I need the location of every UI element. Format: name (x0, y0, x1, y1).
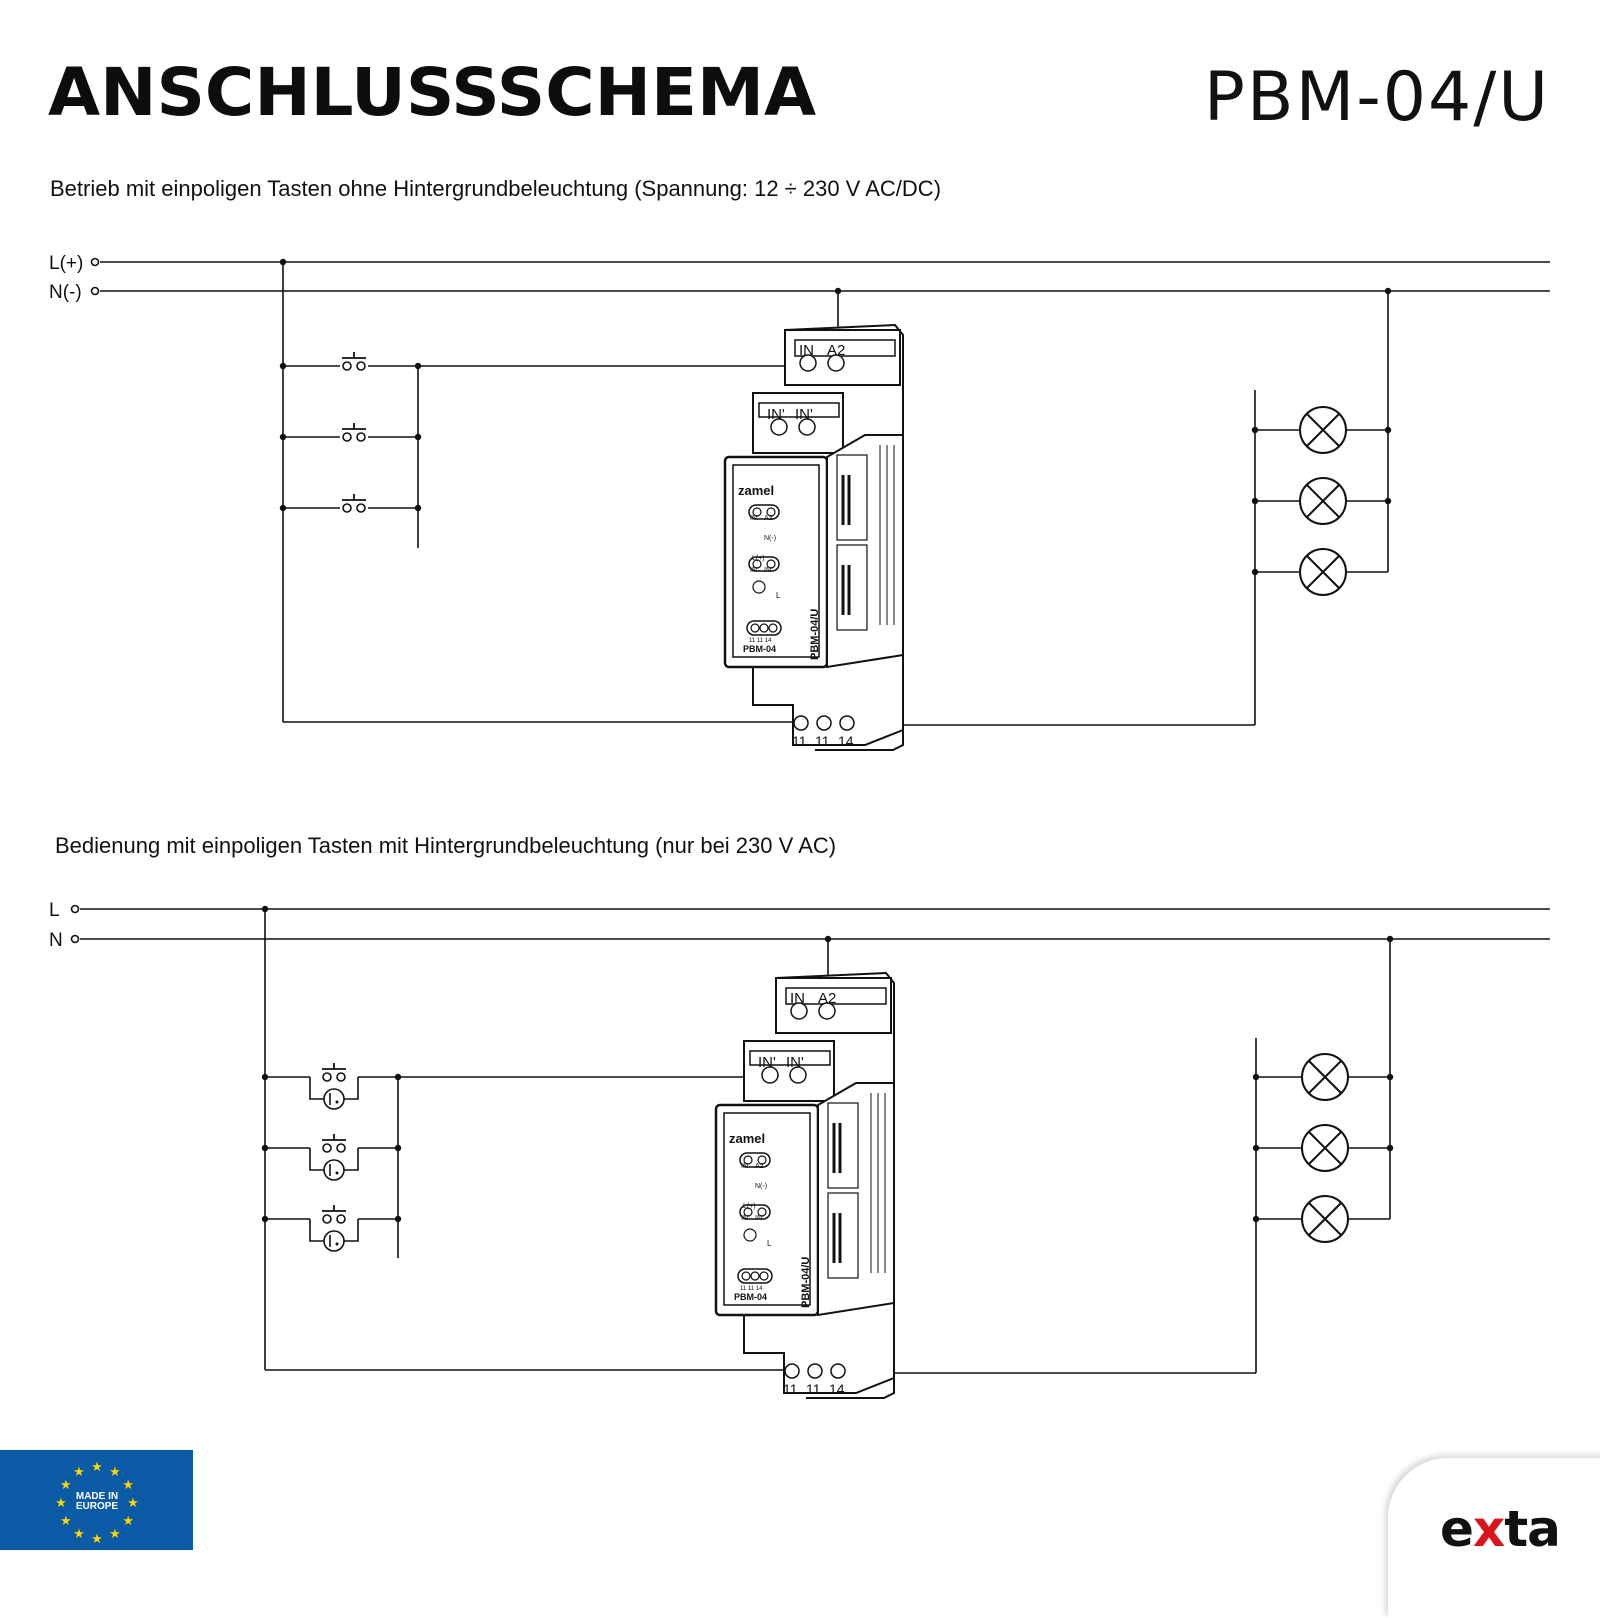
d2-term-11b: 11 (806, 1381, 821, 1397)
d1-face-n: N(-) (764, 535, 776, 542)
d2-face-in: IN (741, 1163, 748, 1170)
d2-term-in2: IN' (786, 1054, 804, 1071)
d2-side-model: PBM-04/U (800, 1257, 812, 1308)
d1-face-in2: IN' (764, 567, 772, 574)
d2-face-model: PBM-04 (734, 1292, 767, 1302)
logo-x: x (1472, 1500, 1505, 1558)
d2-brand: zamel (729, 1131, 765, 1146)
d1-face-l: L(+) (752, 555, 765, 562)
d1-label-l: L(+) (49, 253, 83, 274)
d1-term-11b: 11 (815, 733, 830, 749)
eu-star-icon: ★ (109, 1465, 121, 1480)
page-title: ANSCHLUSSSCHEMA (48, 54, 817, 131)
d2-label-l: L (49, 900, 60, 921)
diagram-1-device (723, 323, 905, 752)
d1-face-nums: 11 11 14 (749, 638, 772, 644)
diagram-2-caption: Bedienung mit einpoligen Tasten mit Hint… (55, 833, 837, 858)
d1-face-lamp: L (776, 591, 781, 600)
diagram-2-device (714, 971, 896, 1400)
logo-ta: ta (1504, 1500, 1561, 1558)
diagram-1-lamps (1299, 406, 1347, 596)
made-in-europe-badge: ★★★★★★★★★★★★ MADE IN EUROPE (0, 1450, 193, 1550)
diagram-1-junctions (279, 258, 1392, 576)
diagram-2 (70, 904, 1550, 1374)
d2-term-14: 14 (829, 1381, 845, 1397)
eu-star-icon: ★ (73, 1465, 85, 1480)
d2-face-in2: IN' (755, 1215, 763, 1222)
d2-term-in1: IN' (758, 1054, 776, 1071)
diagram-1-caption: Betrieb mit einpoligen Tasten ohne Hinte… (50, 176, 942, 201)
logo-corner (1388, 1458, 1600, 1618)
eu-star-icon: ★ (60, 1514, 72, 1529)
d1-term-14: 14 (838, 733, 854, 749)
d2-face-lamp: L (767, 1239, 772, 1248)
eu-stars-icon: ★★★★★★★★★★★★ MADE IN EUROPE (55, 1460, 139, 1547)
eu-star-icon: ★ (60, 1478, 72, 1493)
badge-line2: EUROPE (76, 1501, 119, 1512)
d1-face-model: PBM-04 (743, 644, 776, 654)
eu-star-icon: ★ (122, 1478, 134, 1493)
d1-term-11a: 11 (792, 733, 807, 749)
eu-star-icon: ★ (109, 1527, 121, 1542)
diagram-1 (90, 257, 1550, 726)
d1-term-in2: IN' (795, 406, 813, 423)
d1-side-model: PBM-04/U (809, 609, 821, 660)
eu-star-icon: ★ (91, 1532, 103, 1547)
d1-face-in: IN (750, 515, 757, 522)
d2-face-in1: IN' (741, 1215, 749, 1222)
diagram-2-buttons (309, 1062, 359, 1252)
d2-term-a2: A2 (818, 990, 836, 1007)
badge-line1: MADE IN (76, 1491, 118, 1502)
d2-label-n: N (49, 930, 63, 951)
diagram-1-buttons (341, 351, 367, 513)
eu-star-icon: ★ (73, 1527, 85, 1542)
logo-e: e (1440, 1500, 1474, 1558)
diagram-2-junctions (261, 905, 1394, 1223)
eu-star-icon: ★ (55, 1496, 67, 1511)
d1-face-a2: A2 (764, 515, 773, 522)
d1-term-in1: IN' (767, 406, 785, 423)
eu-star-icon: ★ (127, 1496, 139, 1511)
d1-term-in: IN (799, 342, 814, 359)
d1-label-n: N(-) (49, 282, 82, 303)
d1-term-a2: A2 (827, 342, 845, 359)
d2-term-in: IN (790, 990, 805, 1007)
d2-face-a2: A2 (755, 1163, 764, 1170)
exta-logo: exta (1440, 1500, 1561, 1558)
d1-face-in1: IN' (750, 567, 758, 574)
d2-term-11a: 11 (783, 1381, 798, 1397)
d2-face-n: N(-) (755, 1183, 767, 1190)
diagram-2-lamps (1301, 1053, 1349, 1243)
eu-star-icon: ★ (91, 1460, 103, 1475)
eu-star-icon: ★ (122, 1514, 134, 1529)
model-name: PBM-04/U (1203, 58, 1550, 137)
d2-face-nums: 11 11 14 (740, 1286, 763, 1292)
d2-face-l: L(+) (743, 1203, 756, 1210)
d1-brand: zamel (738, 483, 774, 498)
